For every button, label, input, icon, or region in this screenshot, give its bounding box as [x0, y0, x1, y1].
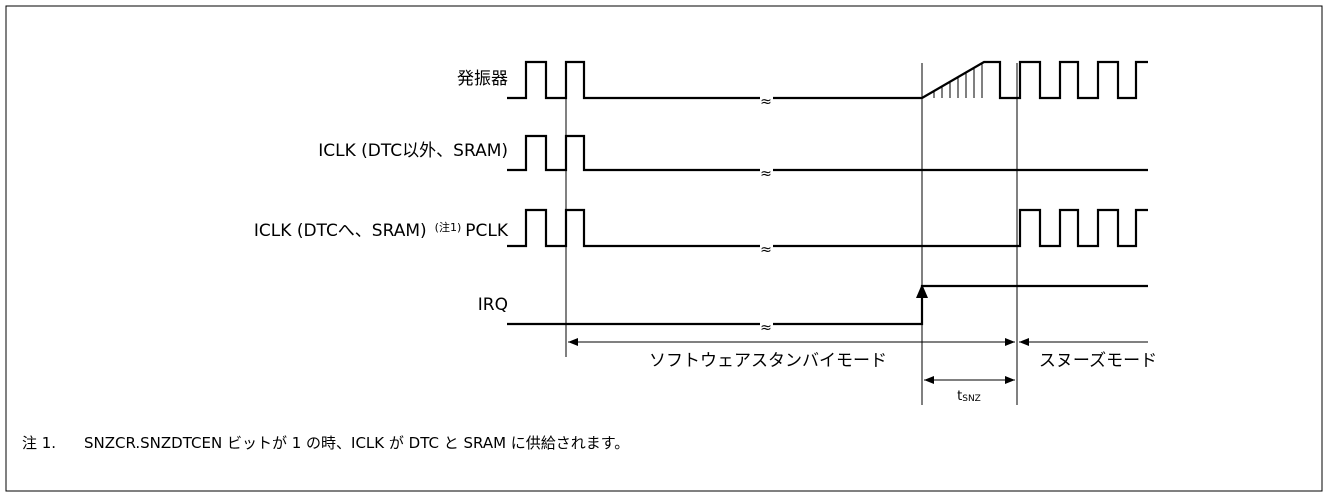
signal-label-pclk: PCLK [465, 221, 509, 241]
break-mark-iclk-dtc: ≈ [760, 242, 772, 258]
standby-period-arrow [568, 338, 1015, 346]
waveform-iclk-dtc-pclk [507, 208, 1148, 248]
waveform-iclk-non-dtc [507, 134, 1148, 172]
break-mark-oscillator: ≈ [760, 94, 772, 110]
signal-label-iclk-dtc-main: ICLK (DTCへ、SRAM) [254, 221, 427, 241]
footnote-number: 注 1. [22, 434, 56, 452]
footnote-ref: (注1) [435, 220, 462, 234]
tsnz-dimension-arrow [924, 376, 1015, 384]
signal-label-iclk-non-dtc: ICLK (DTC以外、SRAM) [318, 141, 508, 161]
signal-label-oscillator: 発振器 [457, 69, 508, 89]
snooze-period-arrow [1019, 338, 1148, 346]
waveform-oscillator [507, 60, 1148, 100]
signal-label-iclk-dtc-pclk: ICLK (DTCへ、SRAM) (注1)PCLK [254, 220, 509, 241]
footnote-text: SNZCR.SNZDTCEN ビットが 1 の時、ICLK が DTC と SR… [84, 434, 629, 452]
period-label-snooze: スヌーズモード [1039, 351, 1157, 371]
tsnz-label-sub: SNZ [962, 394, 981, 404]
diagram-border [5, 5, 1323, 492]
irq-rising-edge-arrow [916, 284, 928, 298]
tsnz-label-main: t [957, 389, 962, 404]
oscillator-stabilization-hatch [933, 63, 983, 98]
signal-label-irq: IRQ [478, 295, 508, 315]
waveform-irq [507, 284, 1148, 326]
tsnz-label: tSNZ [957, 389, 981, 404]
period-label-software-standby: ソフトウェアスタンバイモード [649, 351, 887, 371]
break-mark-iclk-non-dtc: ≈ [760, 166, 772, 182]
break-mark-irq: ≈ [760, 320, 772, 336]
